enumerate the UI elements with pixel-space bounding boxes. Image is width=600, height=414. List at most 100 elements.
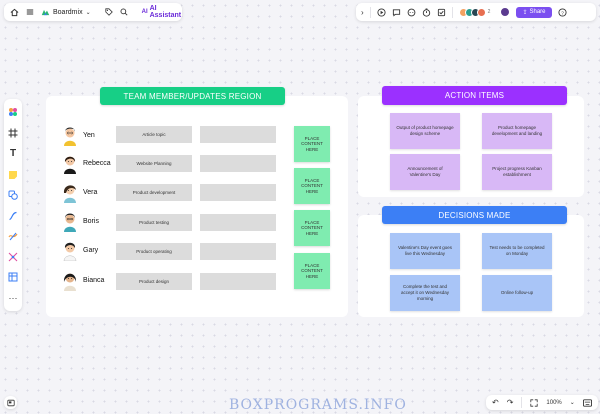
watermark: BOXPROGRAMS.INFO xyxy=(229,397,407,413)
avatar xyxy=(476,7,486,17)
place-content-note[interactable]: PLACE CONTENT HERE xyxy=(294,126,330,162)
decision-note[interactable]: Test needs to be completed on Monday xyxy=(482,233,552,269)
topic-text: Website Planning xyxy=(136,161,172,166)
avatar xyxy=(60,239,80,262)
minimap-button[interactable] xyxy=(4,396,17,409)
action-item-note[interactable]: Announcement of Valentine's Day xyxy=(390,154,460,190)
keyboard-icon[interactable] xyxy=(582,398,592,407)
place-content-note[interactable]: PLACE CONTENT HERE xyxy=(294,168,330,204)
menu-icon[interactable] xyxy=(26,8,34,16)
top-left-toolbar: Boardmix ⌄ AI AI Assistant xyxy=(4,3,182,21)
redo-icon[interactable]: ↷ xyxy=(506,398,514,407)
ai-assistant-button[interactable]: AI AI Assistant xyxy=(142,5,182,19)
update-box[interactable] xyxy=(200,273,276,290)
member-name: Yen xyxy=(83,131,95,139)
more-icon[interactable]: ··· xyxy=(8,292,18,303)
sticky-note-icon[interactable] xyxy=(8,170,18,180)
collaborator-count: 2 xyxy=(487,9,491,15)
avatar xyxy=(60,124,80,146)
update-box[interactable] xyxy=(200,184,276,201)
action-item-note[interactable]: Output of product homepage design scheme xyxy=(390,113,460,149)
app-name: Boardmix xyxy=(53,8,83,16)
note-text: Product homepage development and landing xyxy=(491,124,543,136)
templates-icon[interactable] xyxy=(8,107,18,117)
user-avatar[interactable] xyxy=(500,7,511,17)
action-items-header[interactable]: ACTION ITEMS xyxy=(382,86,567,105)
decision-note[interactable]: Valentine's Day event goes live this Wed… xyxy=(390,233,460,269)
chat-icon[interactable] xyxy=(407,8,416,17)
comment-icon[interactable] xyxy=(392,8,401,17)
avatar xyxy=(60,181,80,203)
avatar xyxy=(60,152,80,174)
mindmap-icon[interactable] xyxy=(8,252,18,262)
app-brand[interactable]: Boardmix ⌄ xyxy=(41,9,91,16)
zoom-toolbar: ↶ ↷ 100% ⌄ xyxy=(486,395,598,410)
fit-screen-icon[interactable] xyxy=(530,398,539,407)
topic-text: Article topic xyxy=(142,132,166,137)
note-text: Online follow-up xyxy=(500,289,534,295)
ai-icon: AI xyxy=(141,9,148,15)
connector-icon[interactable] xyxy=(8,211,18,221)
search-icon[interactable] xyxy=(120,8,128,16)
tool-sidebar: T ··· xyxy=(4,99,22,311)
tag-icon[interactable] xyxy=(105,8,113,16)
place-content-note[interactable]: PLACE CONTENT HERE xyxy=(294,253,330,289)
svg-text:?: ? xyxy=(561,10,564,16)
undo-icon[interactable]: ↶ xyxy=(492,398,499,407)
member-topic[interactable]: Product development xyxy=(116,184,192,201)
note-text: Output of product homepage design scheme xyxy=(396,124,454,136)
frame-icon[interactable] xyxy=(8,128,18,138)
pen-icon[interactable] xyxy=(8,231,18,241)
shape-tool-icon[interactable] xyxy=(8,190,18,201)
minimap-icon xyxy=(6,399,15,407)
member-row-bianca[interactable]: Bianca xyxy=(60,269,280,291)
decision-note[interactable]: Online follow-up xyxy=(482,275,552,311)
share-label: Share xyxy=(529,9,546,15)
update-box[interactable] xyxy=(200,214,276,231)
member-row-gary[interactable]: Gary xyxy=(60,239,280,262)
member-topic[interactable]: Website Planning xyxy=(116,155,192,172)
member-row-vera[interactable]: Vera xyxy=(60,181,280,203)
update-box[interactable] xyxy=(200,155,276,172)
home-icon[interactable] xyxy=(10,8,19,17)
note-text: Complete the test and accept it on Wedne… xyxy=(401,283,449,302)
decisions-header[interactable]: DECISIONS MADE xyxy=(382,206,567,224)
zoom-level[interactable]: 100% xyxy=(546,399,562,406)
share-button[interactable]: ⇪ Share xyxy=(516,6,552,18)
decision-note[interactable]: Complete the test and accept it on Wedne… xyxy=(390,275,460,311)
ai-assistant-label: AI Assistant xyxy=(149,5,182,19)
share-icon: ⇪ xyxy=(522,9,528,16)
top-right-toolbar: › 2 ⇪ Share ? xyxy=(356,3,596,21)
update-box[interactable] xyxy=(200,126,276,143)
member-name: Bianca xyxy=(83,276,105,284)
table-icon[interactable] xyxy=(8,272,18,282)
chevron-right-icon[interactable]: › xyxy=(361,7,364,17)
action-item-note[interactable]: Product homepage development and landing xyxy=(482,113,552,149)
member-topic[interactable]: Article topic xyxy=(116,126,192,143)
text-tool-icon[interactable]: T xyxy=(9,148,17,160)
action-item-note[interactable]: Project progress Kanban establishment xyxy=(482,154,552,190)
member-name: Gary xyxy=(83,246,99,254)
update-box[interactable] xyxy=(200,243,276,260)
member-row-rebecca[interactable]: Rebecca xyxy=(60,152,280,174)
help-icon[interactable]: ? xyxy=(557,7,567,17)
note-text: Test needs to be completed on Monday xyxy=(489,244,545,256)
note-text: PLACE CONTENT HERE xyxy=(301,219,323,236)
timer-icon[interactable] xyxy=(422,7,431,17)
divider xyxy=(369,6,371,18)
member-topic[interactable]: Product testing xyxy=(116,214,192,231)
vote-icon[interactable] xyxy=(437,8,446,17)
chevron-down-icon[interactable]: ⌄ xyxy=(569,400,575,406)
place-content-note[interactable]: PLACE CONTENT HERE xyxy=(294,210,330,246)
member-topic[interactable]: Product operating xyxy=(116,243,192,260)
divider xyxy=(521,397,523,408)
team-region-header[interactable]: TEAM MEMBER/UPDATES REGION xyxy=(100,87,285,105)
member-row-yen[interactable]: Yen xyxy=(60,124,280,146)
avatar xyxy=(60,210,80,232)
play-icon[interactable] xyxy=(377,7,386,17)
collaborator-avatars[interactable]: 2 xyxy=(458,7,491,17)
member-topic[interactable]: Product design xyxy=(116,273,192,290)
topic-text: Product design xyxy=(138,279,170,284)
member-row-boris[interactable]: Boris xyxy=(60,210,280,232)
action-items-title: ACTION ITEMS xyxy=(444,91,505,100)
